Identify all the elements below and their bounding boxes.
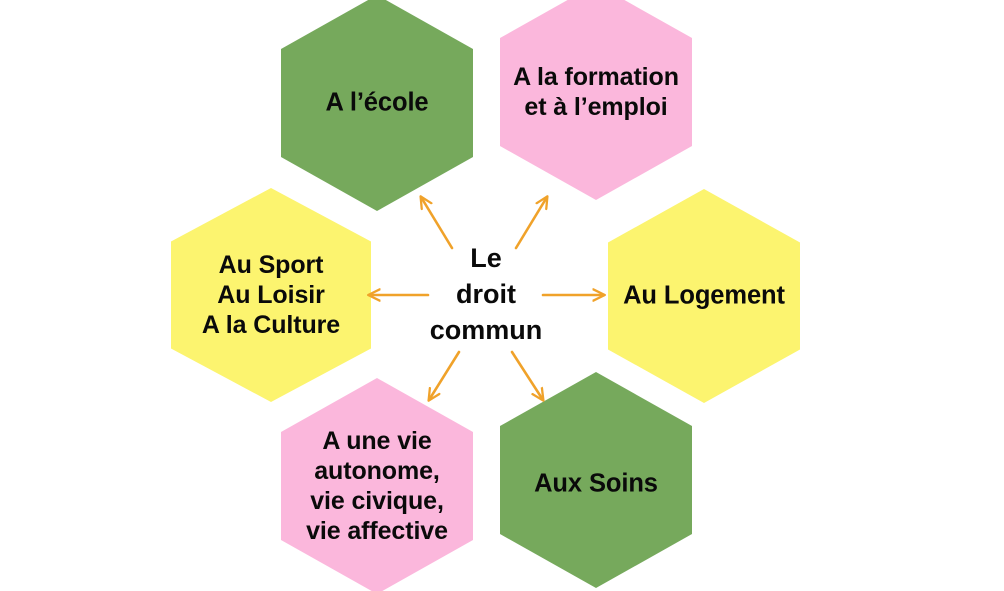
arrow-to-soins <box>510 350 543 400</box>
hexagon-vie-autonome[interactable] <box>281 378 473 591</box>
arrow-to-vie <box>429 350 461 400</box>
hexagon-group <box>171 0 800 591</box>
hexagon-sport-loisir-culture[interactable] <box>171 188 371 402</box>
center-label: Le droit commun <box>429 243 543 345</box>
hexagon-soins[interactable] <box>500 372 692 588</box>
arrow-to-ecole <box>421 197 454 250</box>
arrow-group <box>369 197 604 400</box>
arrow-to-formation <box>514 197 547 250</box>
hexagon-logement[interactable] <box>608 189 800 403</box>
hexagon-formation-emploi[interactable] <box>500 0 692 200</box>
hexagon-ecole[interactable] <box>281 0 473 211</box>
